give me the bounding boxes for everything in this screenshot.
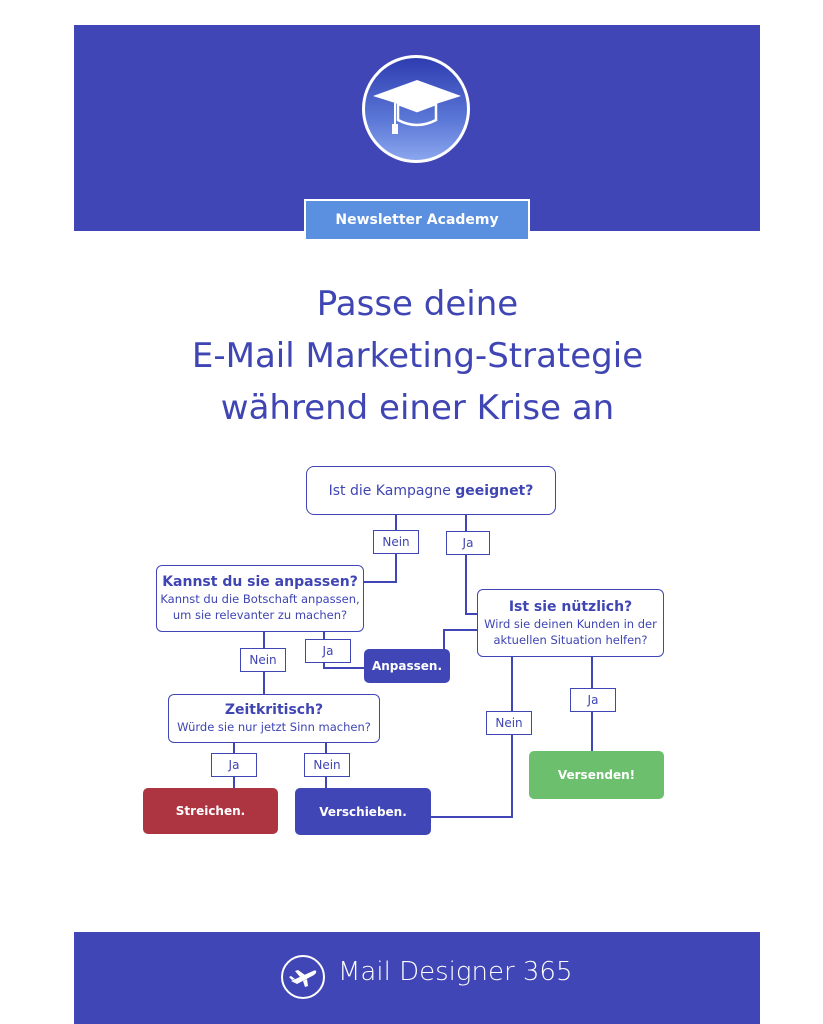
question-title: Ist sie nützlich? — [508, 598, 633, 615]
label-q2-no: Nein — [240, 648, 286, 672]
question-emphasis: geeignet? — [455, 482, 534, 499]
label-q1-no: Nein — [373, 530, 419, 554]
question-can-adapt: Kannst du sie anpassen? Kannst du die Bo… — [156, 565, 364, 632]
question-time-critical: Zeitkritisch? Würde sie nur jetzt Sinn m… — [168, 694, 380, 743]
airplane-icon — [281, 955, 325, 999]
outcome-postpone: Verschieben. — [295, 788, 431, 835]
question-sub-1: Kannst du die Botschaft anpassen, — [160, 592, 360, 606]
brand-name: Mail Designer 365 — [338, 957, 573, 987]
label-q4-no: Nein — [304, 753, 350, 777]
question-sub-1: Würde sie nur jetzt Sinn machen? — [177, 720, 371, 734]
footer-banner — [74, 932, 760, 1024]
question-sub-2: aktuellen Situation helfen? — [493, 632, 648, 647]
title-line-1: Passe deine — [316, 284, 519, 324]
outcome-delete: Streichen. — [143, 788, 278, 834]
label-q1-yes: Ja — [446, 531, 490, 555]
question-sub-1: Wird sie deinen Kunden in der — [484, 616, 657, 631]
label-q3-no: Nein — [486, 711, 532, 735]
title-line-2: E-Mail Marketing-Strategie — [191, 336, 644, 376]
label-q3-yes: Ja — [570, 688, 616, 712]
question-title: Zeitkritisch? — [224, 702, 324, 718]
title-line-3: während einer Krise an — [220, 388, 615, 428]
question-title: Kannst du sie anpassen? — [162, 574, 358, 590]
question-sub-2: um sie relevanter zu machen? — [172, 608, 348, 622]
outcome-adapt: Anpassen. — [364, 649, 450, 683]
question-text: Ist die Kampagne — [328, 482, 456, 499]
label-q2-yes: Ja — [305, 639, 351, 663]
newsletter-academy-badge: Newsletter Academy — [304, 199, 530, 241]
graduation-cap-icon — [362, 55, 470, 163]
outcome-send: Versenden! — [529, 751, 664, 799]
question-campaign-suitable: Ist die Kampagne geeignet? — [306, 466, 556, 515]
label-q4-yes: Ja — [211, 753, 257, 777]
question-is-useful: Ist sie nützlich? Wird sie deinen Kunden… — [477, 589, 664, 657]
